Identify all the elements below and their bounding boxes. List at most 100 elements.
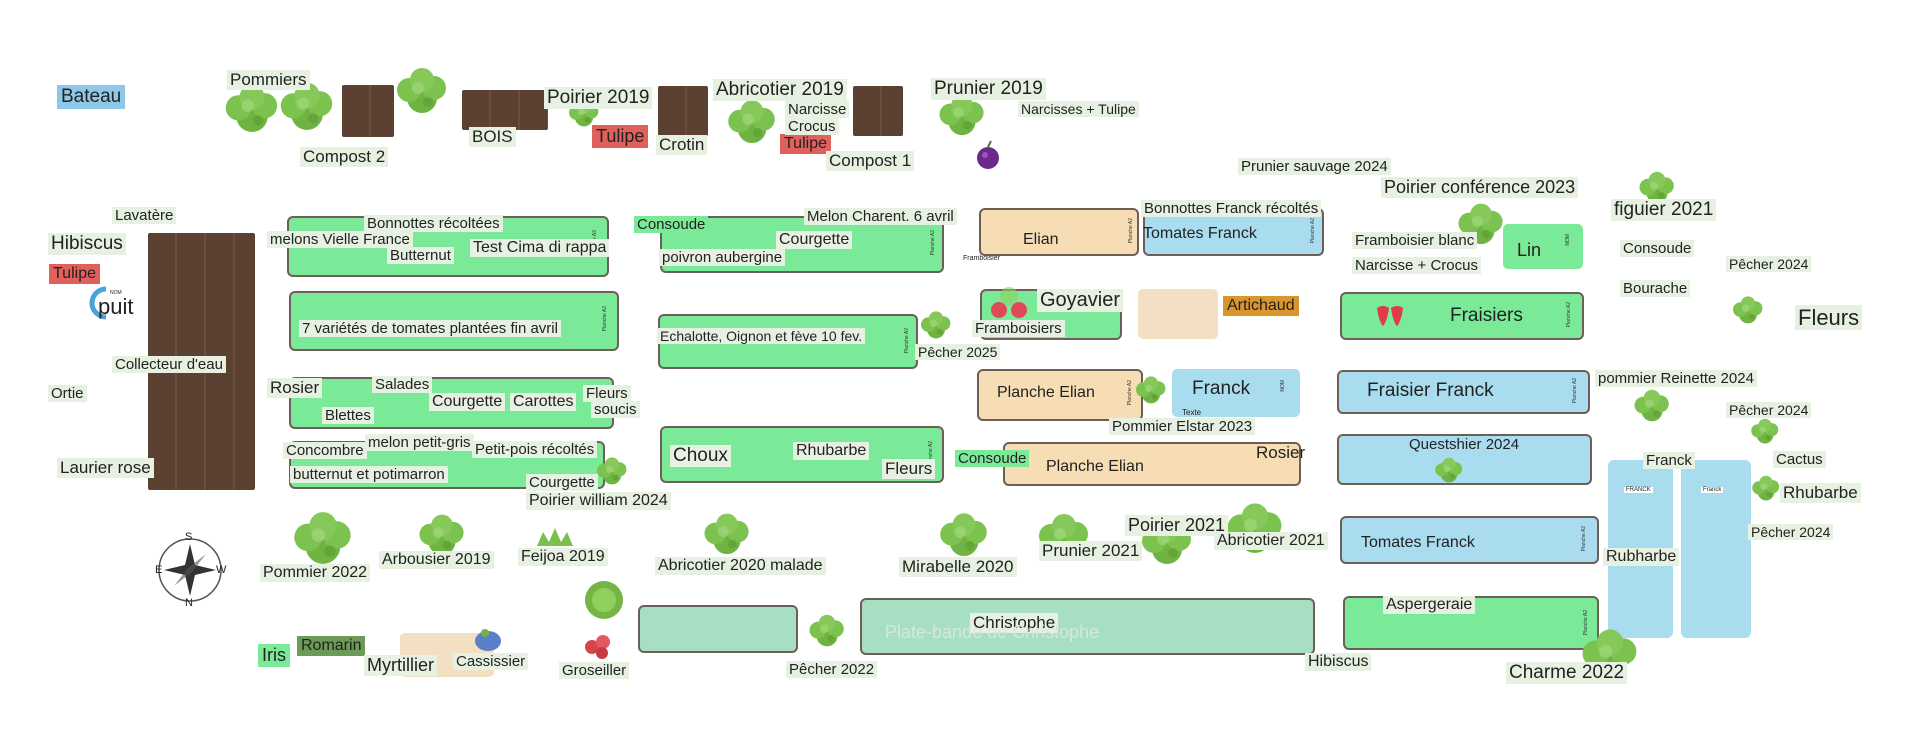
tree-icon <box>704 513 749 555</box>
compost1-label: Compost 1 <box>826 151 915 171</box>
cactus-label: Cactus <box>1773 451 1826 469</box>
soucis-label: soucis <box>591 401 640 419</box>
abricotier2021-label: Abricotier 2021 <box>1214 532 1328 551</box>
franck-bed-label: Franck <box>1192 378 1251 399</box>
pommier2022-label: Pommier 2022 <box>260 564 371 583</box>
rosier2-label: Rosier <box>1256 443 1306 462</box>
compass-s: S <box>185 531 193 543</box>
bed-fraisiers[interactable] <box>1340 292 1584 340</box>
framboisier-small-label: Framboisier <box>963 255 1000 262</box>
poirier-conference-label: Poirier conférence 2023 <box>1381 177 1579 198</box>
test-cima-label: Test Cima di rappa <box>470 239 610 258</box>
questshier-label: Questshier 2024 <box>1409 436 1520 453</box>
groseiller-label: Groseiller <box>559 662 630 680</box>
franck-tag-2: Franck <box>1701 487 1724 493</box>
raspberry-icon <box>991 287 1027 318</box>
plate-bande-label: Plate-bande de Christophe <box>885 622 1100 642</box>
tree-icon <box>1751 418 1779 444</box>
pecher2025-label: Pêcher 2025 <box>915 344 1001 361</box>
salades-label: Salades <box>372 376 433 394</box>
prunier2021-label: Prunier 2021 <box>1039 541 1143 561</box>
pine-icon <box>585 581 623 619</box>
framboisier-blanc-label: Framboisier blanc <box>1352 232 1478 250</box>
puit-tag: NOM <box>110 290 122 296</box>
lavatere-label: Lavatère <box>112 207 177 225</box>
feijoa-label: Feijoa 2019 <box>518 548 608 567</box>
myrtillier-label: Myrtillier <box>364 655 437 676</box>
petit-pois-label: Petit-pois récoltés <box>472 441 598 459</box>
butternut-potimarron-label: butternut et potimarron <box>290 466 448 484</box>
courgette1-label: Courgette <box>429 393 506 412</box>
bateau-label[interactable]: Bateau <box>57 85 126 109</box>
romarin-label: Romarin <box>297 636 366 656</box>
framboisiers-label: Framboisiers <box>972 320 1065 338</box>
bonnottes-recoltees-label: Bonnottes récoltées <box>364 215 503 233</box>
crotin-bin <box>658 86 708 136</box>
bed-plate-bande[interactable] <box>860 598 1315 655</box>
narcisse-crocus-label: Narcisse + Crocus <box>1352 257 1481 275</box>
pommier-reinette-label: pommier Reinette 2024 <box>1595 370 1757 388</box>
pecher2022-label: Pêcher 2022 <box>786 661 878 679</box>
bed-questshier[interactable] <box>1337 434 1592 485</box>
artichaud-label: Artichaud <box>1223 296 1299 316</box>
bed-planche-elian-1[interactable] <box>977 369 1143 421</box>
pecher2024b-label: Pêcher 2024 <box>1726 402 1812 419</box>
bed-lin[interactable] <box>1503 224 1583 269</box>
tulipe-label-3: Tulipe <box>49 264 100 284</box>
tree-icon <box>1733 296 1763 324</box>
bed-planche-elian-2[interactable] <box>1003 442 1301 486</box>
fraisier-franck-label: Fraisier Franck <box>1367 380 1494 401</box>
puit-label[interactable]: puit <box>98 294 134 319</box>
pommier-elstar-label: Pommier Elstar 2023 <box>1109 418 1256 436</box>
tree-icon <box>939 94 984 136</box>
bed-fraisier-franck[interactable] <box>1337 370 1590 414</box>
bed-small-green[interactable] <box>638 605 798 653</box>
compost2-label: Compost 2 <box>300 147 389 167</box>
abricotier-malade-label: Abricotier 2020 malade <box>655 557 826 576</box>
rhubarbe2-label: Rhubarbe <box>1780 483 1861 503</box>
tree-icon <box>940 513 987 557</box>
courgette2-label: Courgette <box>526 474 598 492</box>
poirier2019-label: Poirier 2019 <box>544 87 653 109</box>
compass-e: E <box>155 564 163 576</box>
tree-icon <box>419 514 464 556</box>
tulipe-label-2: Tulipe <box>780 134 831 154</box>
tomates-franck2-label: Tomates Franck <box>1361 534 1475 551</box>
pommiers-label: Pommiers <box>227 70 310 90</box>
melons-vielle-label: melons Vielle France <box>267 231 413 249</box>
melon-petit-gris-label: melon petit-gris <box>365 434 474 452</box>
butternut-label: Butternut <box>387 247 454 265</box>
pecher2024a-label: Pêcher 2024 <box>1726 256 1812 273</box>
fleurs3-label: Fleurs <box>1795 305 1863 331</box>
compass-w: W <box>216 564 227 576</box>
tree-icon <box>728 100 775 144</box>
franck-col-label: Franck <box>1643 452 1695 470</box>
plum-icon <box>977 140 999 169</box>
christophe-label: Christophe <box>970 613 1059 633</box>
choux-label: Choux <box>670 445 731 467</box>
bed-franck[interactable] <box>1172 369 1300 417</box>
elian-label: Elian <box>1023 231 1059 248</box>
pecher2024c-label: Pêcher 2024 <box>1748 524 1834 541</box>
well-icon <box>89 286 107 320</box>
tree-icon <box>1634 389 1669 422</box>
prunier2019-label: Prunier 2019 <box>931 78 1046 100</box>
planche-elian1-label: Planche Elian <box>997 384 1095 401</box>
bush-icon <box>537 528 573 546</box>
bonnottes-franck-label: Bonnottes Franck récoltés <box>1141 200 1322 218</box>
compost-bin-2 <box>342 85 394 137</box>
melon-charent-label: Melon Charent. 6 avril <box>804 208 957 226</box>
strawberry-icon <box>1377 306 1403 326</box>
artichaud-patch <box>1138 289 1218 339</box>
compass-rose-icon <box>158 538 222 602</box>
goyavier-label: Goyavier <box>1037 289 1124 312</box>
tree-icon <box>1136 376 1166 404</box>
figuier-label: figuier 2021 <box>1611 199 1717 221</box>
tree-icon <box>225 84 278 132</box>
poirier-william-label: Poirier william 2024 <box>526 492 671 511</box>
arbousier-label: Arbousier 2019 <box>379 551 494 570</box>
rubharbe-blue-label: Rubharbe <box>1603 548 1680 567</box>
tulipe-label-1: Tulipe <box>592 125 649 148</box>
bed-elian[interactable] <box>979 208 1139 256</box>
bed-tomates-franck-2[interactable] <box>1340 516 1599 564</box>
